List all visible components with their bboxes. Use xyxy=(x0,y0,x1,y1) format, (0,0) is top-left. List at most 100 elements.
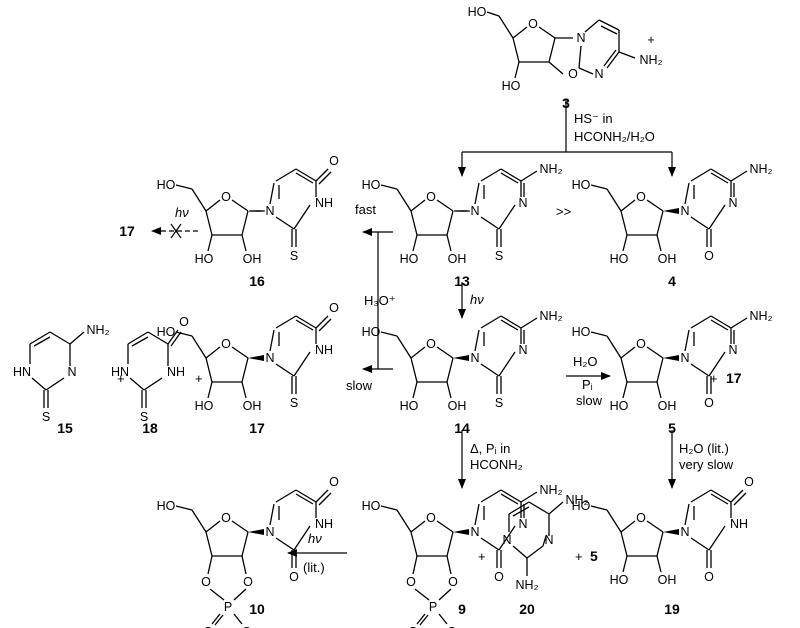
n1: N xyxy=(470,204,479,218)
bond xyxy=(690,489,712,503)
n1h: HN xyxy=(13,365,31,379)
bond xyxy=(542,535,547,547)
plus-product-17: 17 xyxy=(726,370,742,386)
hydroxyl-5: HO xyxy=(572,325,591,339)
ring-oxygen: O xyxy=(636,511,646,525)
bond xyxy=(690,315,712,329)
label-lit: (lit.) xyxy=(303,560,325,575)
bond xyxy=(690,216,710,230)
phosphorus: P xyxy=(429,600,437,614)
bond xyxy=(646,520,664,533)
bond xyxy=(708,351,726,377)
bond xyxy=(733,492,747,506)
bond xyxy=(598,19,620,31)
bond xyxy=(480,216,500,230)
bond xyxy=(127,331,149,345)
bond xyxy=(512,37,520,63)
bond xyxy=(131,336,149,347)
bond xyxy=(269,182,275,205)
hydroxyl-2: OH xyxy=(243,399,262,413)
phosphate-o: O xyxy=(203,625,213,628)
bond xyxy=(412,234,418,252)
bond xyxy=(710,493,729,505)
bond xyxy=(396,509,412,533)
bond xyxy=(315,489,329,503)
label-hv-13-14: hν xyxy=(470,292,484,307)
bond xyxy=(622,381,628,399)
label-hv-9-10: hν xyxy=(308,531,322,546)
bond xyxy=(318,492,332,506)
bond xyxy=(446,555,452,575)
bond xyxy=(214,614,224,626)
ring-oxygen: O xyxy=(221,511,231,525)
bond xyxy=(207,555,213,575)
compound-18: 18 xyxy=(142,420,158,436)
bond xyxy=(175,331,193,337)
bond xyxy=(500,172,519,184)
compound-16: 16 xyxy=(249,273,265,289)
bond xyxy=(31,377,47,391)
bond xyxy=(620,346,636,359)
bond xyxy=(446,357,454,383)
bond xyxy=(480,168,502,182)
bond xyxy=(410,357,418,383)
bond xyxy=(520,491,538,503)
hydroxyl-2: OH xyxy=(243,252,262,266)
bond xyxy=(646,199,664,212)
n3h: NH xyxy=(315,343,333,357)
phosphate-o-minus: O⁻ xyxy=(242,625,258,628)
bond xyxy=(396,335,412,359)
bond xyxy=(191,188,207,212)
bond xyxy=(710,172,729,184)
bond xyxy=(684,503,690,526)
hydroxyl-5: HO xyxy=(572,499,591,513)
bond xyxy=(315,315,329,329)
label-fast: fast xyxy=(355,202,376,217)
bond xyxy=(474,329,480,352)
bond xyxy=(191,509,207,533)
carbonyl-o2: O xyxy=(494,570,504,584)
bond xyxy=(446,234,452,252)
ring-oxygen: O xyxy=(221,337,231,351)
bond xyxy=(436,199,454,212)
bond xyxy=(231,346,249,359)
hydroxyl-3: HO xyxy=(195,399,214,413)
bond xyxy=(620,531,628,557)
compound-19: 19 xyxy=(664,601,680,617)
bond xyxy=(512,545,528,559)
plus-sign: + xyxy=(575,549,583,564)
bond xyxy=(147,331,169,345)
bond xyxy=(45,377,65,391)
thio-s: S xyxy=(140,410,148,424)
label-h3o: H₃O⁺ xyxy=(364,293,396,308)
bridge-o: O xyxy=(568,67,578,81)
bond xyxy=(293,351,311,377)
bond xyxy=(684,182,690,205)
bond xyxy=(295,168,317,182)
bond xyxy=(295,315,317,329)
bond xyxy=(410,210,418,236)
bond xyxy=(656,381,662,399)
bond xyxy=(446,210,454,236)
bond xyxy=(548,501,564,515)
carbonyl-o2: O xyxy=(289,570,299,584)
bond xyxy=(656,210,664,236)
bond xyxy=(590,505,608,511)
hydroxyl-3: HO xyxy=(400,399,419,413)
thio-s: S xyxy=(42,410,50,424)
amino-group: NH₂ xyxy=(750,162,773,176)
bond xyxy=(730,489,744,503)
bond xyxy=(514,61,520,79)
hydroxyl-2: OH xyxy=(448,252,467,266)
n3: N xyxy=(728,196,737,210)
n3h: NH xyxy=(315,517,333,531)
compound-17: 17 xyxy=(249,420,265,436)
bond xyxy=(436,346,454,359)
bond xyxy=(241,531,249,557)
positive-charge: + xyxy=(647,33,654,47)
bond xyxy=(269,503,275,526)
